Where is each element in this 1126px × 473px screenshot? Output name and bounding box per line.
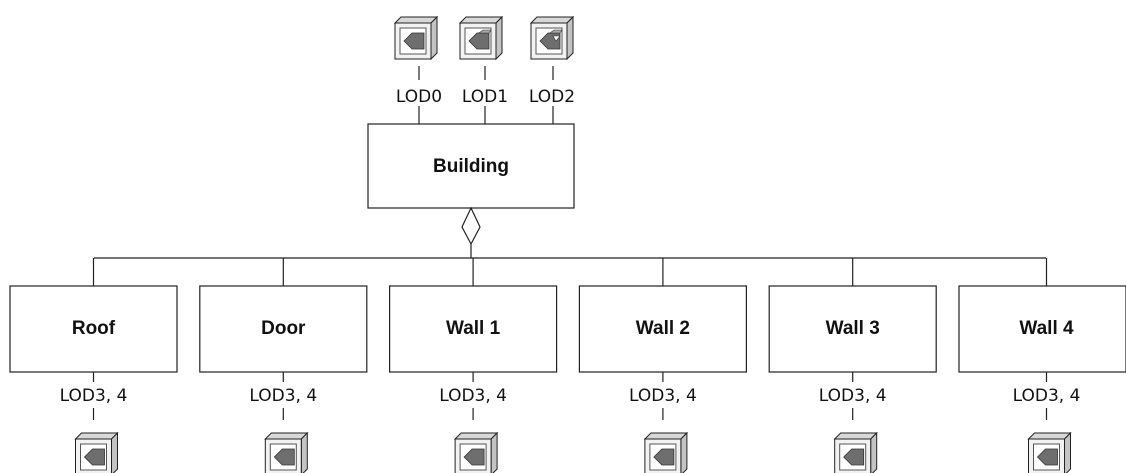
- child-lod-label: LOD3, 4: [439, 386, 507, 406]
- lod-icons: [393, 15, 575, 61]
- child-node-wall-1: Wall 1 LOD3, 4: [389, 258, 558, 473]
- child-lod-label: LOD3, 4: [1013, 386, 1081, 406]
- child-lod-label: LOD3, 4: [249, 386, 317, 406]
- lod34-block-icon: [264, 431, 309, 473]
- child-node-wall-4: Wall 4 LOD3, 4: [958, 258, 1126, 473]
- lod34-block-icon: [833, 431, 878, 473]
- child-label: Door: [261, 318, 306, 339]
- child-node-wall-3: Wall 3 LOD3, 4: [768, 258, 937, 473]
- lod1-label: LOD1: [462, 87, 508, 107]
- lod2-block-icon: [529, 15, 575, 61]
- child-label: Wall 2: [636, 318, 690, 339]
- child-lod-label: LOD3, 4: [819, 386, 887, 406]
- aggregation-diamond-icon: [461, 206, 481, 246]
- building-node: Building: [367, 123, 575, 209]
- lod34-block-icon: [74, 431, 119, 473]
- lod0-label: LOD0: [396, 87, 442, 107]
- child-node-wall-2: Wall 2 LOD3, 4: [578, 258, 748, 473]
- root-lod-group: LOD0 LOD1 LOD2: [396, 66, 575, 124]
- building-label: Building: [433, 156, 509, 177]
- lod34-block-icon: [643, 431, 689, 473]
- lod2-label: LOD2: [529, 87, 575, 107]
- child-label: Roof: [72, 318, 116, 339]
- child-label: Wall 4: [1019, 318, 1074, 339]
- lod1-block-icon: [458, 15, 504, 61]
- lod0-block-icon: [393, 15, 439, 61]
- child-label: Wall 1: [446, 318, 501, 339]
- aggregation-connector: [94, 206, 1046, 259]
- child-label: Wall 3: [826, 318, 880, 339]
- lod34-block-icon: [453, 431, 499, 473]
- child-lod-label: LOD3, 4: [60, 386, 128, 406]
- lod34-block-icon: [1027, 431, 1072, 473]
- child-lod-label: LOD3, 4: [629, 386, 697, 406]
